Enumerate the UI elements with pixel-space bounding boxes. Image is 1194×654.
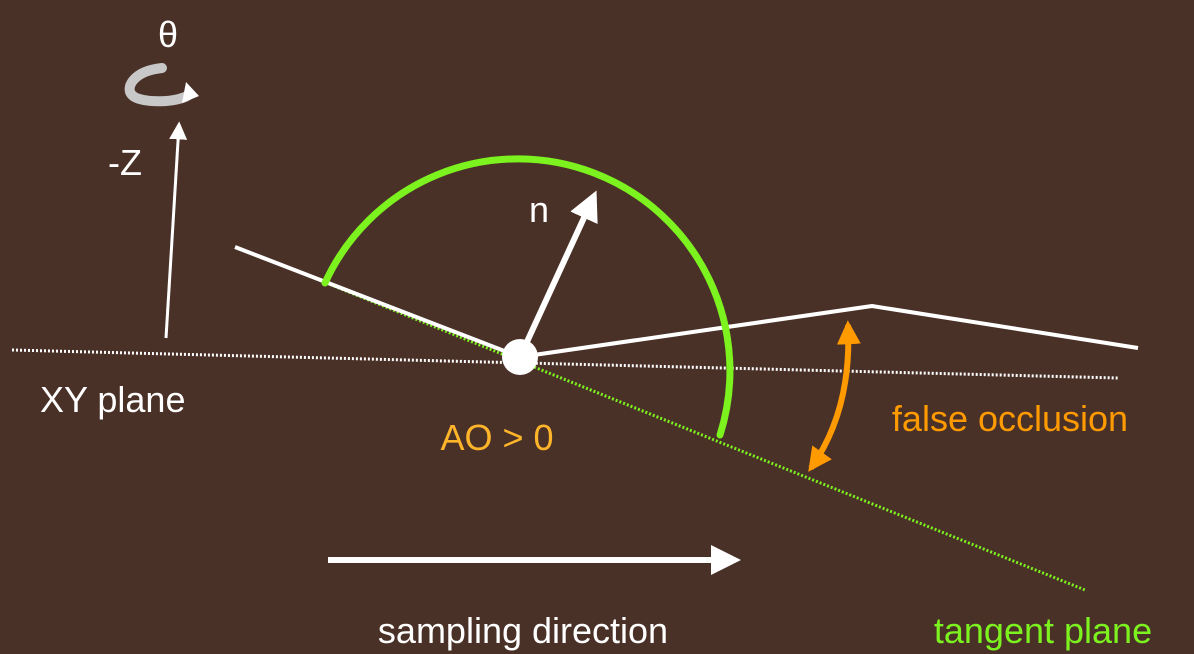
neg-z-axis-arrow (164, 121, 188, 339)
xy-plane-line (11, 348, 1119, 380)
surface-polyline (234, 245, 1139, 359)
false-occlusion-label: false occlusion (892, 398, 1128, 439)
hemisphere-arc (321, 155, 734, 439)
false-occlusion-arrow (808, 320, 861, 472)
sampling-direction-label: sampling direction (378, 610, 668, 651)
ao-label: AO > 0 (440, 417, 553, 458)
tangent-plane-label: tangent plane (934, 610, 1152, 651)
theta-label: θ (158, 14, 178, 55)
theta-rotation-icon (124, 63, 199, 107)
xy-plane-label: XY plane (40, 379, 185, 420)
tangent-plane-line (281, 263, 1086, 592)
normal-arrow (517, 190, 598, 359)
neg-z-label: -Z (108, 142, 142, 183)
normal-label: n (529, 189, 549, 230)
